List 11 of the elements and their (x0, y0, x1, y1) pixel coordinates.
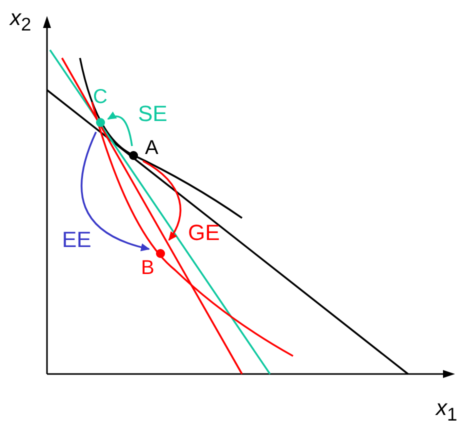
edge-label: GE (188, 221, 220, 245)
point-label: A (145, 137, 158, 159)
point-label: C (93, 86, 108, 108)
axis-label: x$_{2}$ (10, 6, 32, 36)
arrow (107, 112, 133, 146)
arrow (142, 160, 182, 241)
edge-label: SE (138, 102, 168, 126)
axis-label: x$_{1}$ (436, 396, 457, 421)
edge-label: EE (62, 228, 92, 252)
arrow (80, 132, 150, 251)
point-label: B (141, 257, 154, 279)
